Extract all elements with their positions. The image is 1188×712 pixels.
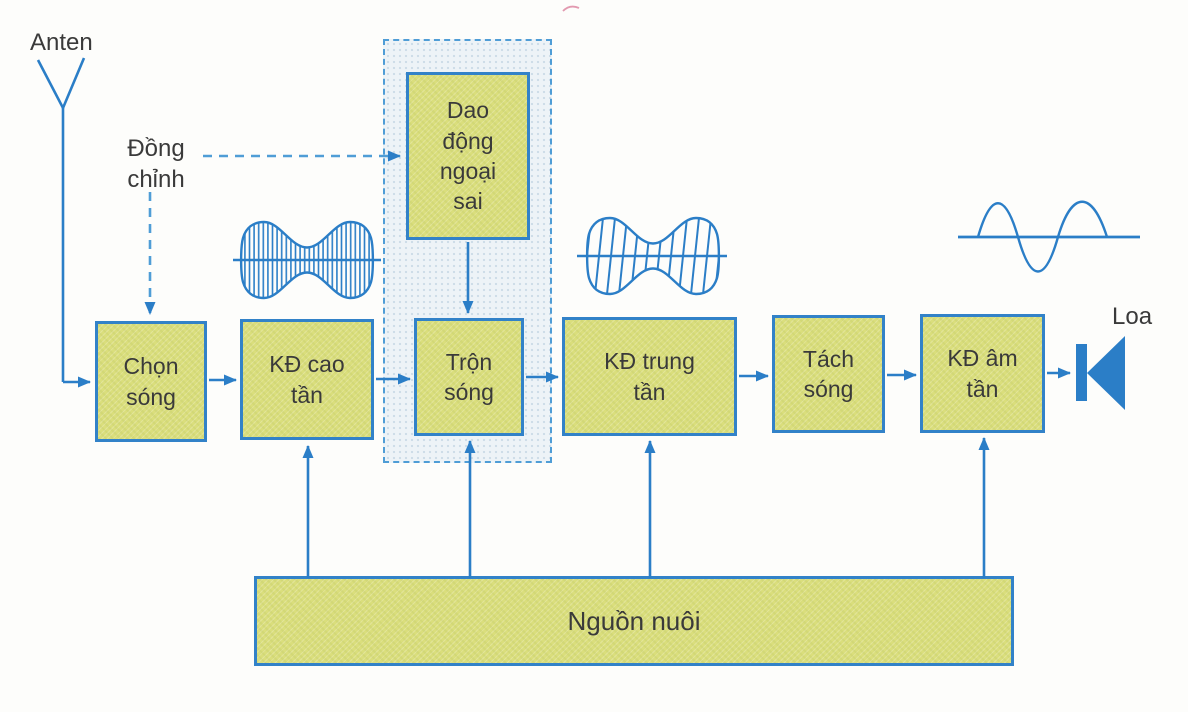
block-label: KĐ trung tần [604, 348, 695, 405]
block-label: KĐ cao tần [269, 351, 345, 408]
block-label: Dao động ngoại sai [439, 97, 497, 215]
block-label: Nguồn nuôi [567, 605, 701, 636]
block-dao-dong-ngoai-sai: Dao động ngoại sai [406, 72, 530, 240]
block-label: Chọn sóng [123, 353, 179, 410]
block-label: Trộn sóng [444, 348, 494, 405]
block-kd-am-tan: KĐ âm tần [920, 314, 1045, 433]
block-kd-cao-tan: KĐ cao tần [240, 319, 374, 440]
sine-wave-icon [958, 200, 1140, 273]
speaker-icon [1076, 336, 1125, 410]
antenna-label: Anten [30, 29, 93, 56]
block-tron-song: Trộn sóng [414, 318, 524, 436]
block-kd-trung-tan: KĐ trung tần [562, 317, 737, 436]
antenna-icon [36, 57, 91, 388]
tuning-label: Đồng chỉnh [127, 135, 185, 193]
block-nguon-nuoi: Nguồn nuôi [254, 576, 1014, 666]
block-chon-song: Chọn sóng [95, 321, 207, 442]
block-label: Tách sóng [802, 345, 855, 402]
am-modulated-wave-icon [233, 220, 381, 300]
am-if-wave-icon [577, 216, 727, 296]
speaker-label: Loa [1112, 303, 1153, 330]
block-label: KĐ âm tần [947, 345, 1018, 402]
stray-scan-mark [562, 5, 580, 12]
block-tach-song: Tách sóng [772, 315, 885, 433]
